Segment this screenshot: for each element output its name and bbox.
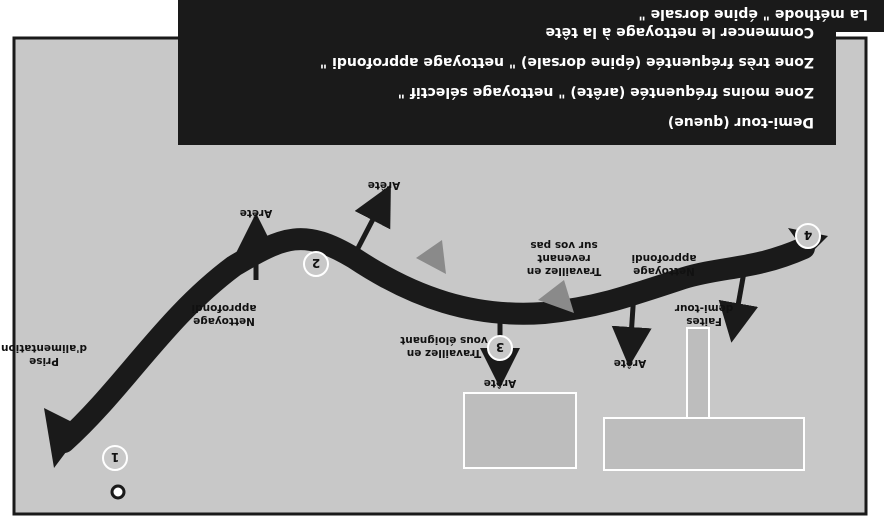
marker-1: 1 xyxy=(102,445,128,471)
legend-item-1: Commencer le nettoyage à la tête xyxy=(545,24,814,40)
svg-text:4: 4 xyxy=(804,228,812,242)
head-eye xyxy=(110,484,126,500)
diagram-title: La méthode " épine dorsale " xyxy=(638,6,868,22)
turn-label-1: Faites xyxy=(686,315,722,327)
legend-item-4: Demi-tour (queue) xyxy=(668,114,814,130)
nettoyage-b-2: approfondi xyxy=(632,252,697,264)
arete-label-1: Arête xyxy=(240,207,273,219)
svg-text:1: 1 xyxy=(111,450,119,464)
back-label-1: Travaillez en xyxy=(527,265,601,277)
back-label-3: sur vos pas xyxy=(530,239,597,251)
nettoyage-a-1: Nettoyage xyxy=(193,315,255,327)
power-label-2: d'alimentation xyxy=(1,342,87,354)
spine-path xyxy=(53,228,815,453)
desk-cluster-left xyxy=(463,327,805,471)
marker-3: 3 xyxy=(487,335,513,361)
back-label-2: revenant xyxy=(537,252,590,264)
power-label-1: Prise xyxy=(29,355,59,367)
svg-text:3: 3 xyxy=(496,340,504,354)
away-label-2: vous éloignant xyxy=(400,334,488,346)
arete-label-4: Arête xyxy=(614,357,647,369)
legend-panel xyxy=(178,0,836,145)
direction-arrow-away xyxy=(538,280,574,313)
direction-arrow-back xyxy=(416,240,446,274)
arete-label-2: Arête xyxy=(368,179,401,191)
legend-item-3: Zone moins fréquentée (arête) " nettoyag… xyxy=(398,84,814,100)
svg-text:2: 2 xyxy=(312,256,320,270)
legend-item-2: Zone très fréquentée (épine dorsale) " n… xyxy=(320,54,814,70)
marker-2: 2 xyxy=(303,251,329,277)
marker-4: 4 xyxy=(795,223,821,249)
nettoyage-b-1: Nettoyage xyxy=(633,265,695,277)
spine-head xyxy=(44,408,84,468)
arete-label-3: Arête xyxy=(484,377,517,389)
away-label-1: Travaillez en xyxy=(407,347,481,359)
turn-label-2: demi-tour xyxy=(674,302,733,314)
nettoyage-a-2: approfondi xyxy=(192,302,257,314)
